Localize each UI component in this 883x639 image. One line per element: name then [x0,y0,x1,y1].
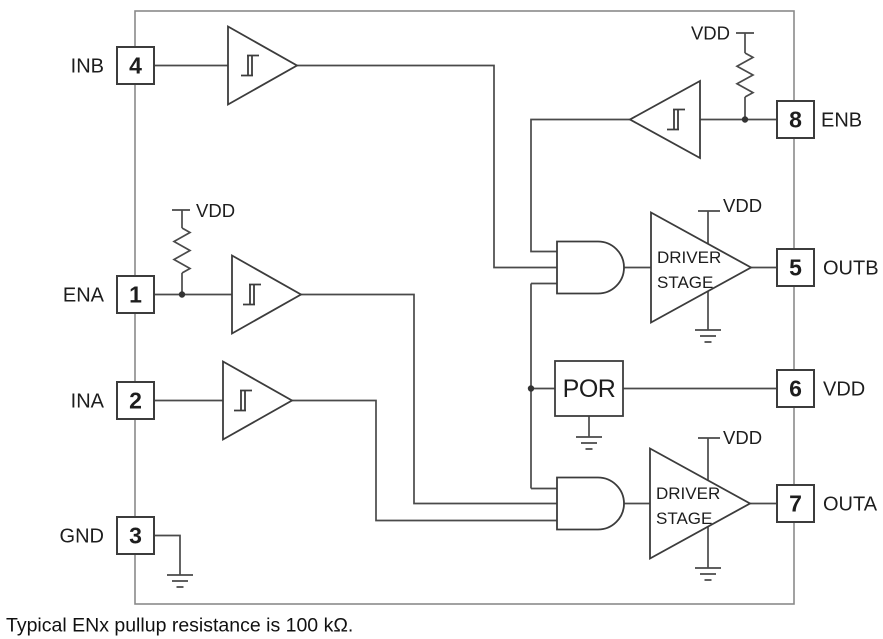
junction-dot [178,291,186,298]
pin-6-vdd: 6 [776,369,815,408]
pin-6-number: 6 [789,376,802,402]
wire-inb-buffer-to-gate-b [297,64,557,269]
ground-icon [695,329,721,343]
driver-stage-b: DRIVER STAGE [650,210,753,325]
por-block: POR [554,360,624,417]
junction-dot-por [527,385,535,392]
ena-pullup [172,209,192,298]
pin-2-number: 2 [129,388,142,414]
schmitt-buffer-inb [227,24,299,107]
vdd-label-driver-b: VDD [723,195,762,216]
pin-1-number: 1 [129,282,142,308]
pin-label-vdd: VDD [823,379,865,401]
pin-3-number: 3 [129,523,142,549]
wire-ina-buffer-to-gate-a [292,399,557,522]
pin-4-inb: 4 [116,46,155,85]
hysteresis-icon [667,108,685,131]
wire-por-net [530,282,557,490]
and-gate-b [556,240,625,295]
footer-note: Typical ENx pullup resistance is 100 kΩ. [6,615,353,637]
driver-stage-a: DRIVER STAGE [649,446,752,561]
driver-a-label-line2: STAGE [656,509,712,528]
hysteresis-icon [234,389,252,412]
pin-8-number: 8 [789,107,802,133]
pin-5-outb: 5 [776,248,815,287]
pin-label-gnd: GND [60,526,104,548]
enb-pullup [735,32,755,123]
schmitt-buffer-ina [222,359,294,442]
pin-label-ena: ENA [63,285,105,307]
resistor-icon [735,52,755,98]
pin-1-ena: 1 [116,275,155,314]
pin-3-gnd: 3 [116,516,155,555]
pin-2-ina: 2 [116,381,155,420]
vdd-label-ena-pullup: VDD [196,200,235,221]
pin-7-number: 7 [789,491,802,517]
pin-label-ina: INA [71,391,105,413]
vdd-label-driver-a: VDD [723,427,762,448]
schmitt-buffer-ena [231,253,303,336]
pin-label-enb: ENB [821,110,862,132]
junction-dot [741,116,749,123]
resistor-icon [172,227,192,274]
pin-8-enb: 8 [776,100,815,139]
pin-label-inb: INB [71,56,104,78]
ground-icon [695,567,721,581]
schmitt-buffer-enb [628,79,701,160]
pin-label-outa: OUTA [823,494,878,516]
pin-label-outb: OUTB [823,258,879,280]
driver-b-label-line1: DRIVER [657,248,721,267]
por-label: POR [563,375,616,403]
pin-5-number: 5 [789,255,802,281]
driver-b-label-line2: STAGE [657,273,713,292]
and-gate-a [556,476,625,531]
pin-4-number: 4 [129,53,142,79]
hysteresis-icon [243,283,261,306]
wire-ena-buffer-to-gate-a [301,293,557,505]
driver-b-vdd-tap-icon [698,210,720,244]
wire-pin3-to-ground [154,534,181,575]
pin-7-outa: 7 [776,484,815,523]
hysteresis-icon [241,54,259,77]
driver-a-label-line1: DRIVER [656,484,720,503]
vdd-label-enb-pullup: VDD [691,23,730,44]
ground-icon [167,574,193,588]
ground-icon [576,436,602,450]
wire-enb-buffer-to-gate-b [530,118,630,253]
driver-a-vdd-tap-icon [698,437,720,481]
